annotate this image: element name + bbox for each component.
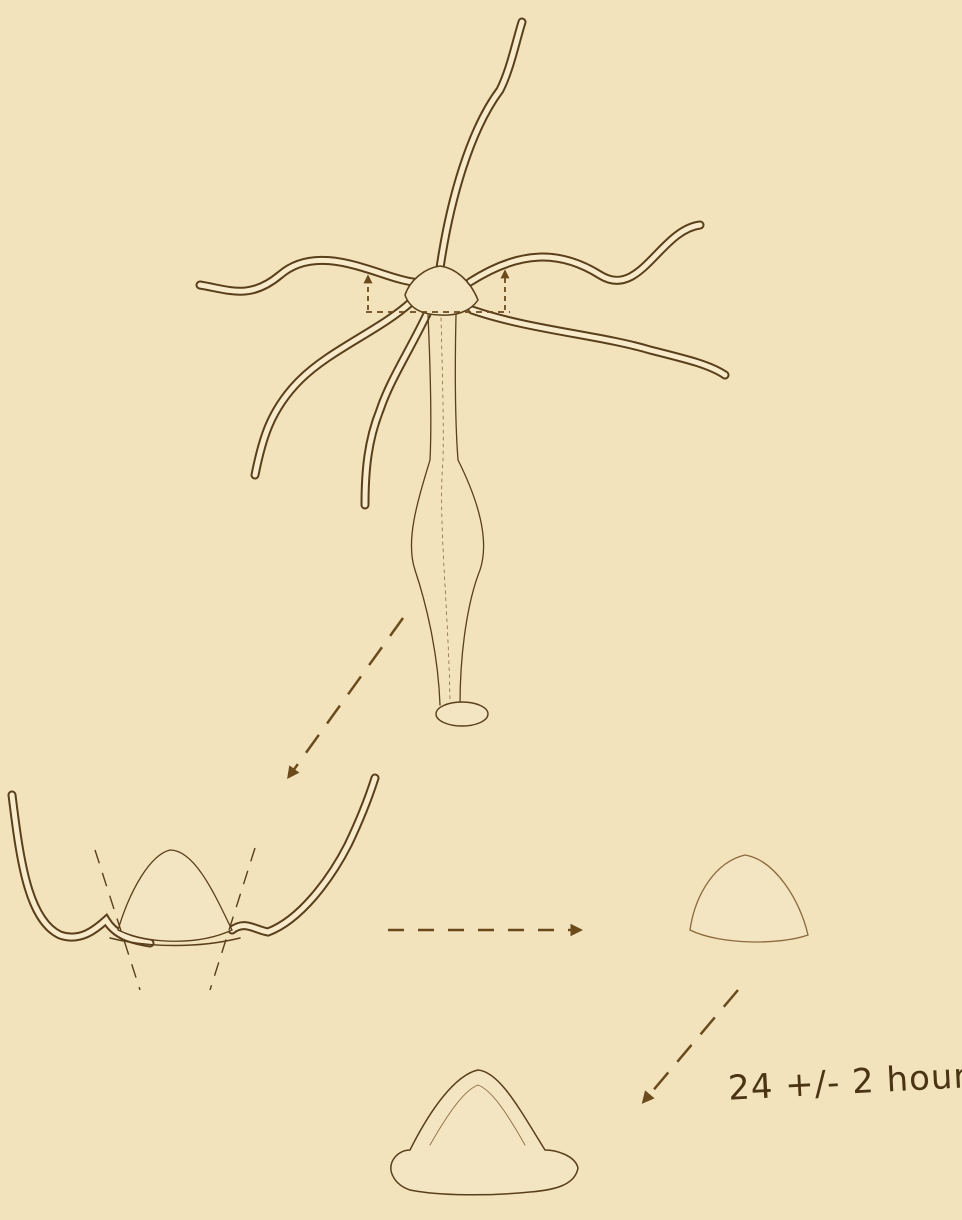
basal-disc	[436, 702, 488, 726]
excised-head	[12, 778, 375, 946]
hydra-body-column	[411, 315, 483, 705]
isolated-hypostome	[690, 855, 808, 942]
whole-hydra	[200, 22, 725, 726]
head-dome	[118, 850, 232, 941]
arrow-down-left-icon	[290, 618, 403, 775]
regenerated-hypostome	[391, 1070, 578, 1195]
hypostome	[405, 266, 478, 315]
tentacle-left-inner	[365, 312, 428, 505]
arrow-down-left-icon	[645, 990, 738, 1100]
hydra-tentacles	[200, 22, 725, 505]
